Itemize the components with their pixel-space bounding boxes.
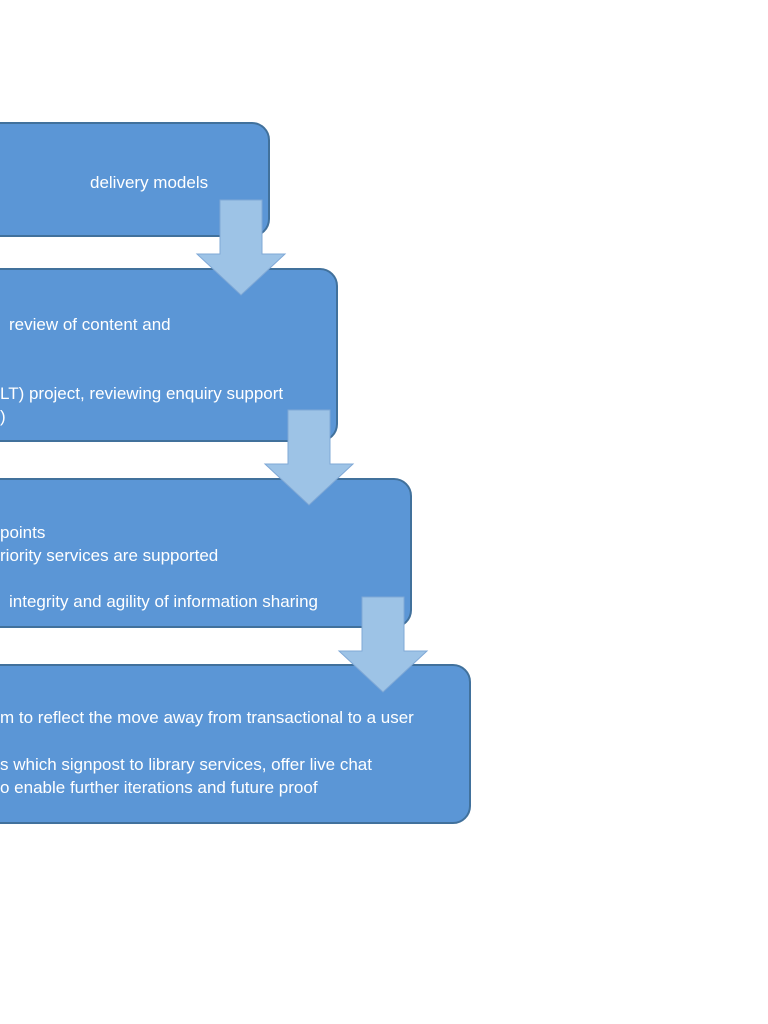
step-3-text-line-2: riority services are supported bbox=[0, 546, 219, 565]
step-1-text-line-1: delivery models bbox=[90, 173, 209, 192]
step-4-text-line-2: s which signpost to library services, of… bbox=[0, 755, 372, 774]
step-2-text-line-2: LT) project, reviewing enquiry support bbox=[0, 384, 284, 403]
step-4-text-line-3: o enable further iterations and future p… bbox=[0, 778, 318, 797]
flow-step-3: points riority services are supported in… bbox=[0, 478, 412, 628]
flow-step-1: delivery models bbox=[0, 122, 270, 237]
step-2-text-line-1: review of content and bbox=[9, 315, 171, 334]
down-arrow-3 bbox=[336, 595, 430, 695]
step-2-text-line-3: ) bbox=[0, 407, 6, 426]
flow-step-4: m to reflect the move away from transact… bbox=[0, 664, 471, 824]
step-4-text-line-1: m to reflect the move away from transact… bbox=[0, 708, 414, 727]
down-arrow-2 bbox=[262, 408, 356, 508]
down-arrow-1 bbox=[194, 198, 288, 298]
step-3-text-line-3: integrity and agility of information sha… bbox=[9, 592, 318, 611]
step-3-text-line-1: points bbox=[0, 523, 46, 542]
flow-step-2: review of content and LT) project, revie… bbox=[0, 268, 338, 442]
